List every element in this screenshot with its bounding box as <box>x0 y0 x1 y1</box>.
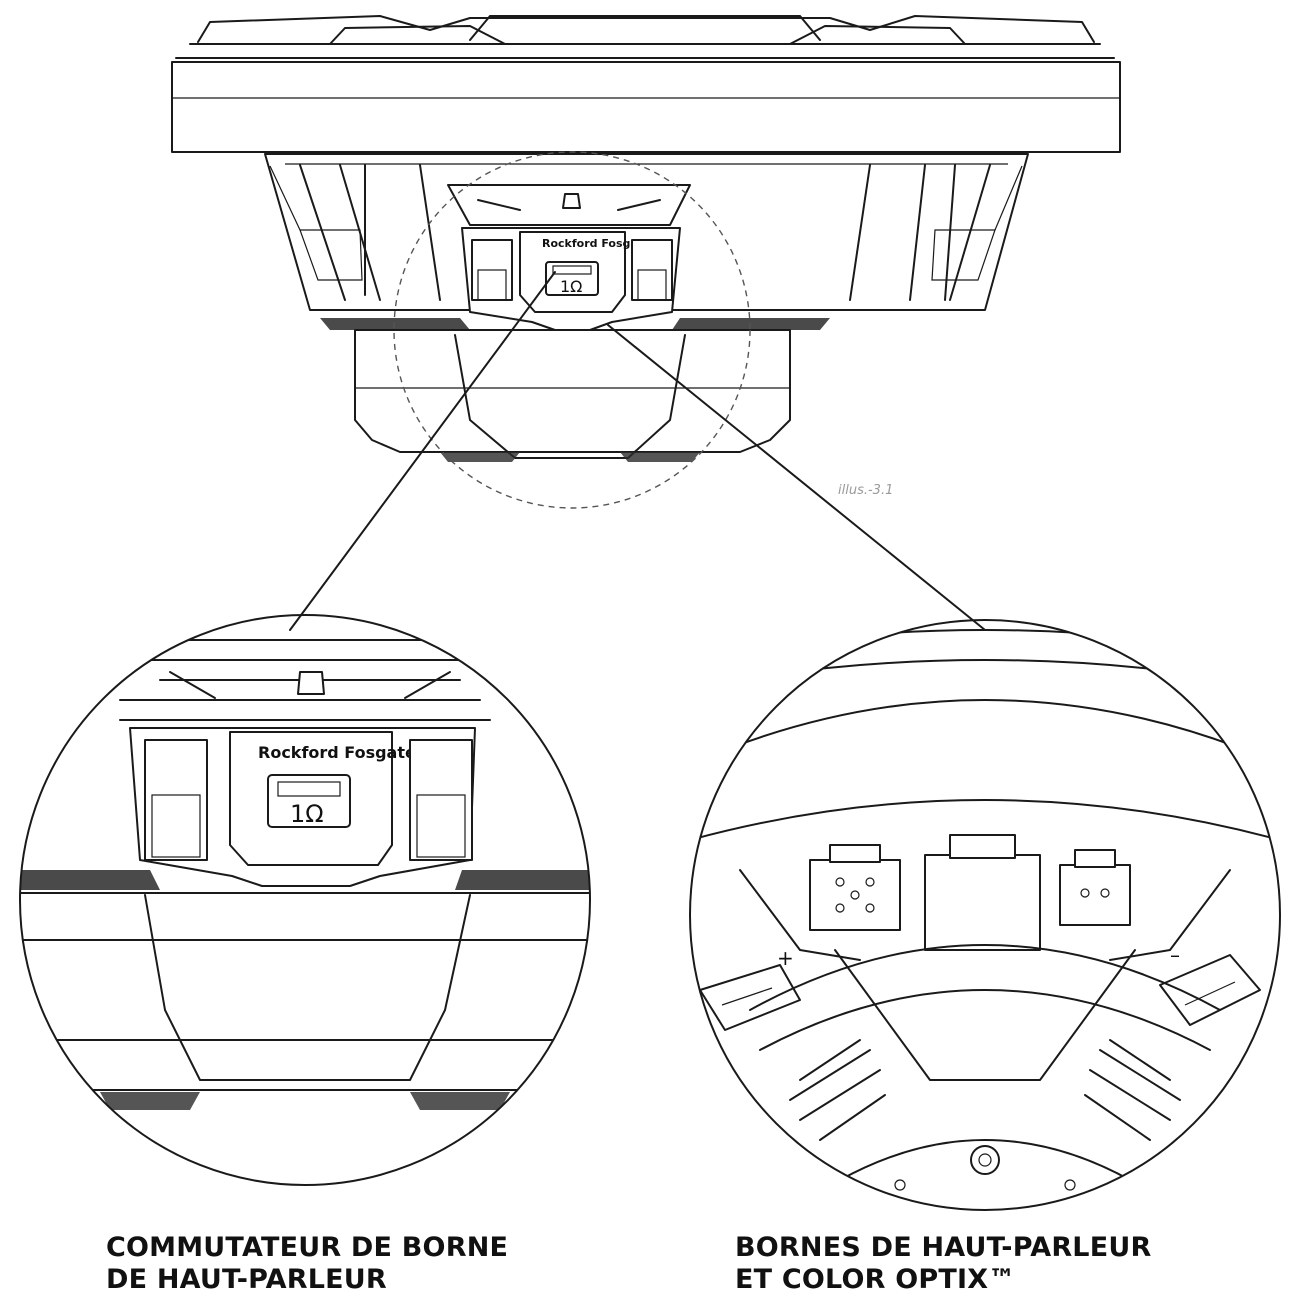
leader-line-left <box>289 271 556 631</box>
brand-logo-top: Rockford Fosgate <box>542 237 651 250</box>
minus-sign: – <box>1170 943 1180 967</box>
label-right-line2: ET COLOR OPTIX™ <box>735 1264 1016 1295</box>
speaker-side-view: Rockford Fosgate 1Ω <box>171 15 1121 509</box>
brand-logo-detail: Rockford Fosgate <box>258 743 416 762</box>
impedance-switch-icon <box>267 774 351 828</box>
label-right-line1: BORNES DE HAUT-PARLEUR <box>735 1232 1152 1263</box>
leader-line-right <box>607 324 986 631</box>
label-left-line1: COMMUTATEUR DE BORNE <box>106 1232 509 1263</box>
label-left-line2: DE HAUT-PARLEUR <box>106 1264 387 1295</box>
detail-circle-right: + – <box>689 619 1281 1211</box>
label-left: COMMUTATEUR DE BORNE DE HAUT-PARLEUR <box>106 1232 508 1296</box>
impedance-badge-top: 1Ω <box>560 277 582 296</box>
illustration-caption: illus.-3.1 <box>838 483 894 498</box>
label-right: BORNES DE HAUT-PARLEUR ET COLOR OPTIX™ <box>735 1232 1151 1296</box>
terminal-connector-icon <box>809 844 901 931</box>
terminal-connector-icon-2 <box>1059 849 1131 926</box>
impedance-badge-detail: 1Ω <box>290 800 324 828</box>
detail-circle-left: Rockford Fosgate 1Ω <box>19 614 591 1186</box>
plus-sign: + <box>777 946 794 970</box>
